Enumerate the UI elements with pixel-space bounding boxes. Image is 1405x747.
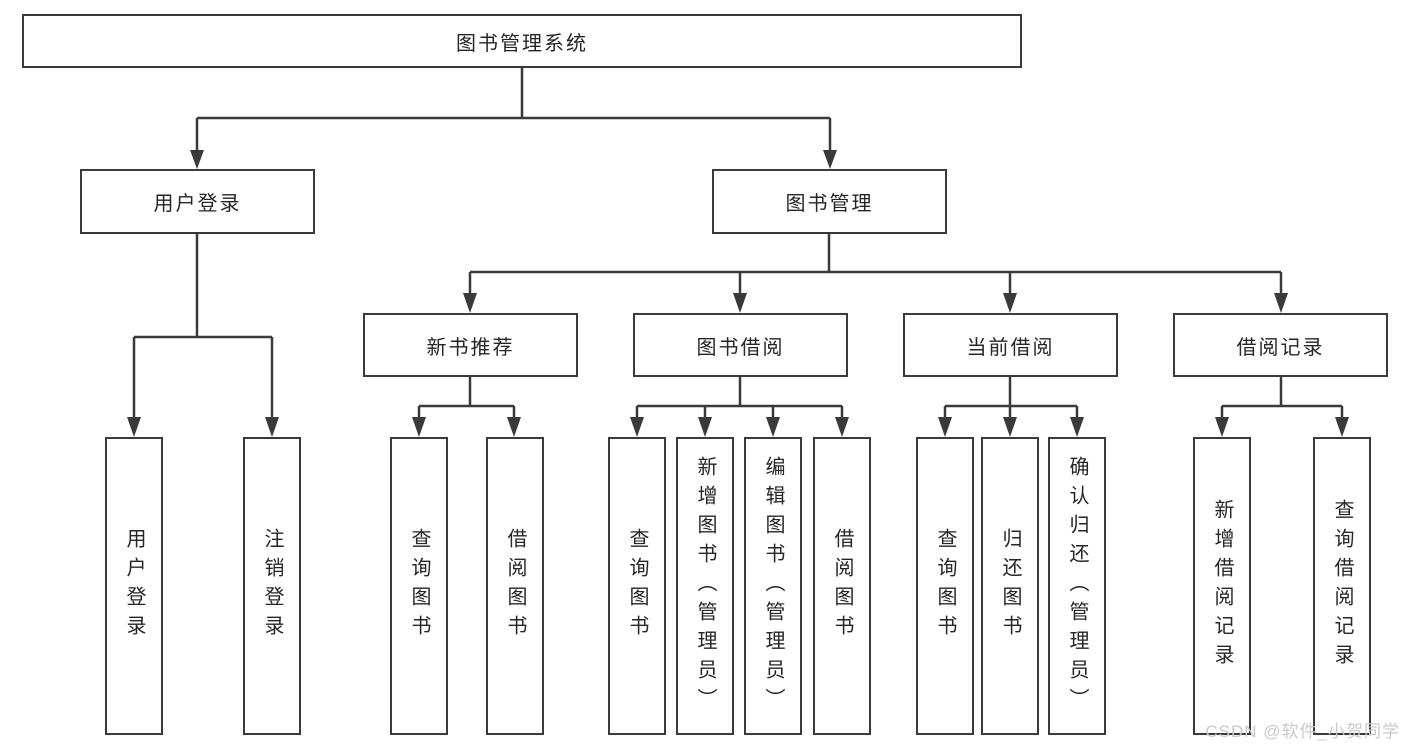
leaf-borrow-books-recommend-label: 借阅图书 xyxy=(504,528,526,644)
node-new-book-recommendation: 新书推荐 xyxy=(363,313,578,377)
leaf-return-books: 归还图书 xyxy=(981,437,1039,735)
leaf-logout: 注销登录 xyxy=(243,437,301,735)
node-book-management: 图书管理 xyxy=(712,169,947,234)
leaf-query-books-recommend-label: 查询图书 xyxy=(408,528,430,644)
leaf-borrow-books-recommend: 借阅图书 xyxy=(486,437,544,735)
leaf-user-login-label: 用户登录 xyxy=(123,528,145,644)
leaf-add-books-admin: 新增图书（管理员） xyxy=(676,437,734,735)
node-library-management-system: 图书管理系统 xyxy=(22,14,1022,68)
leaf-query-books-current: 查询图书 xyxy=(916,437,974,735)
leaf-logout-label: 注销登录 xyxy=(261,528,283,644)
leaf-query-books-borrowing-label: 查询图书 xyxy=(626,528,648,644)
leaf-query-borrow-record: 查询借阅记录 xyxy=(1313,437,1371,735)
leaf-confirm-return-admin-label: 确认归还（管理员） xyxy=(1066,455,1088,717)
leaf-user-login: 用户登录 xyxy=(105,437,163,735)
node-user-login: 用户登录 xyxy=(80,169,315,234)
leaf-query-books-recommend: 查询图书 xyxy=(390,437,448,735)
leaf-query-borrow-record-label: 查询借阅记录 xyxy=(1331,499,1353,673)
leaf-add-borrow-record: 新增借阅记录 xyxy=(1193,437,1251,735)
csdn-watermark: CSDN @软件_小贺同学 xyxy=(1205,722,1400,741)
leaf-add-borrow-record-label: 新增借阅记录 xyxy=(1211,499,1233,673)
leaf-edit-books-admin: 编辑图书（管理员） xyxy=(744,437,802,735)
leaf-query-books-current-label: 查询图书 xyxy=(934,528,956,644)
leaf-confirm-return-admin: 确认归还（管理员） xyxy=(1048,437,1106,735)
leaf-query-books-borrowing: 查询图书 xyxy=(608,437,666,735)
leaf-return-books-label: 归还图书 xyxy=(999,528,1021,644)
node-borrowing-records: 借阅记录 xyxy=(1173,313,1388,377)
node-book-borrowing: 图书借阅 xyxy=(633,313,848,377)
leaf-borrow-books-borrowing: 借阅图书 xyxy=(813,437,871,735)
leaf-add-books-admin-label: 新增图书（管理员） xyxy=(694,455,716,717)
leaf-edit-books-admin-label: 编辑图书（管理员） xyxy=(762,455,784,717)
node-current-borrowing: 当前借阅 xyxy=(903,313,1118,377)
leaf-borrow-books-borrowing-label: 借阅图书 xyxy=(831,528,853,644)
arrowheads xyxy=(127,150,1349,437)
